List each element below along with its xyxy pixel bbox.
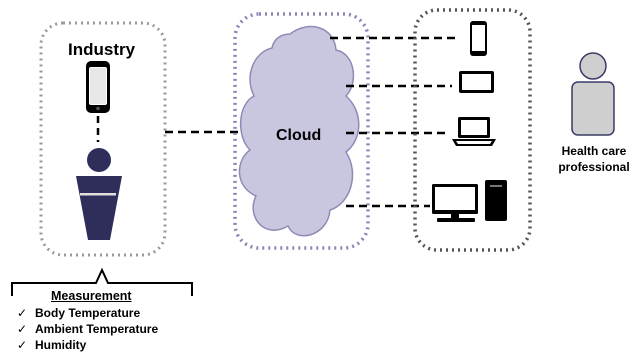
laptop-icon bbox=[452, 117, 496, 146]
measurement-item: ✓ Body Temperature bbox=[17, 305, 158, 321]
check-icon: ✓ bbox=[17, 322, 28, 336]
measurement-item: ✓ Humidity bbox=[17, 337, 158, 353]
tablet-icon bbox=[459, 71, 494, 93]
check-icon: ✓ bbox=[17, 338, 28, 352]
cloud-box bbox=[233, 12, 370, 250]
measurement-bracket bbox=[11, 267, 193, 296]
measurement-item-label: Humidity bbox=[35, 338, 87, 352]
worker-icon bbox=[76, 148, 122, 240]
measurement-item-label: Ambient Temperature bbox=[35, 322, 159, 336]
mobile-phone-icon bbox=[470, 21, 487, 56]
cloud-shape bbox=[238, 25, 360, 237]
health-care-professional-icon bbox=[571, 52, 615, 136]
industry-title: Industry bbox=[68, 40, 136, 59]
desktop-computer-icon bbox=[432, 180, 507, 222]
measurement-item: ✓ Ambient Temperature bbox=[17, 321, 158, 337]
check-icon: ✓ bbox=[17, 306, 28, 320]
measurement-title: Measurement bbox=[51, 289, 132, 303]
cloud-title: Cloud bbox=[276, 127, 322, 144]
measurement-list: ✓ Body Temperature ✓ Ambient Temperature ✓… bbox=[17, 305, 158, 353]
health-care-professional-label: Health care professional bbox=[558, 144, 630, 174]
measurement-item-label: Body Temperature bbox=[35, 306, 141, 320]
phone-icon bbox=[86, 61, 110, 113]
